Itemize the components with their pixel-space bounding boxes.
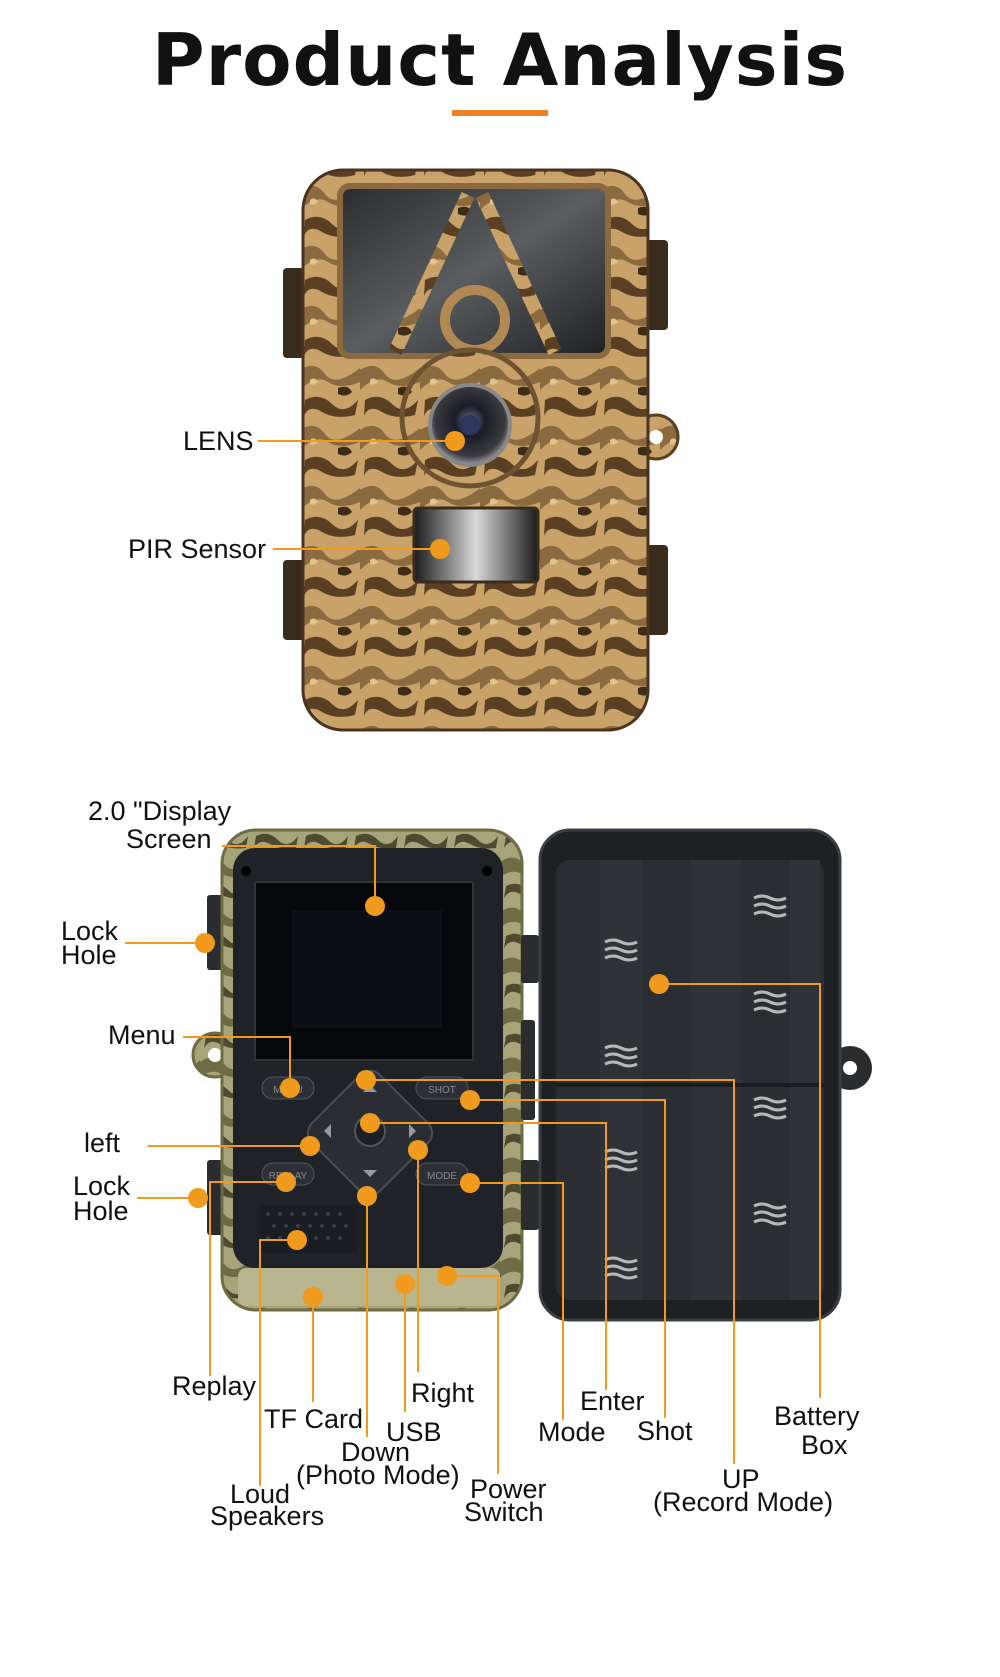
hinge-cable (521, 1020, 535, 1120)
display-leader (222, 845, 376, 906)
down-label-line2: (Photo Mode) (296, 1460, 460, 1490)
battery-leader (659, 983, 821, 1398)
screw-tl (241, 866, 251, 876)
speakers-label-line2: Speakers (210, 1501, 324, 1531)
replay-label: Replay (172, 1371, 257, 1401)
right-dot (408, 1140, 428, 1160)
right-arrow-icon (409, 1124, 416, 1138)
power-leader (447, 1275, 499, 1474)
front-camera (283, 168, 680, 732)
lock-hole-top-label-line2: Hole (61, 940, 117, 970)
display-label-line2: Screen (126, 824, 212, 854)
speakers-dot (287, 1230, 307, 1250)
speaker-grille (258, 1205, 358, 1253)
left-dot (300, 1136, 320, 1156)
battery-label-line2: Box (801, 1430, 848, 1460)
shot-leader (470, 1099, 666, 1418)
replay-dot (276, 1172, 296, 1192)
enter-dot (360, 1113, 380, 1133)
replay-leader (209, 1181, 286, 1376)
tf-card-dot (303, 1287, 323, 1307)
pir-dot (430, 539, 450, 559)
lock-hole-bottom-label-line1: Lock (73, 1171, 131, 1201)
lock-hole-top-label-line1: Lock (61, 916, 119, 946)
lid-mount-hole (843, 1061, 857, 1075)
power-label-line1: Power (470, 1474, 547, 1504)
back-mount-hole (208, 1048, 222, 1062)
card-slot-area (238, 1268, 500, 1306)
shot-button-label: SHOT (428, 1085, 456, 1096)
up-label-line1: UP (722, 1464, 760, 1494)
lens-dot (445, 431, 465, 451)
shot-dot (460, 1090, 480, 1110)
enter-leader (370, 1122, 607, 1390)
battery-slot-3 (790, 860, 820, 1300)
mode-dot (460, 1173, 480, 1193)
pir-sensor (412, 506, 540, 584)
ir-window (337, 183, 611, 359)
shot-button[interactable] (415, 1076, 469, 1100)
page-title: Product Analysis (151, 18, 849, 102)
battery-box (538, 828, 872, 1322)
power-dot (437, 1266, 457, 1286)
up-label-line2: (Record Mode) (653, 1487, 833, 1517)
lens-label: LENS (183, 426, 254, 456)
display-label-line1: 2.0 "Display (88, 796, 232, 826)
mount-hole (649, 430, 663, 444)
back-callouts (125, 845, 821, 1486)
battery-dot (649, 974, 669, 994)
menu-label: Menu (108, 1020, 176, 1050)
lock-hole-top-dot (195, 933, 215, 953)
up-leader (366, 1079, 735, 1464)
enter-label: Enter (580, 1386, 645, 1416)
mode-leader (470, 1182, 564, 1420)
lens-core (460, 415, 480, 435)
speakers-label-line1: Loud (230, 1479, 290, 1509)
ir-window-frame (388, 192, 562, 355)
mode-label: Mode (538, 1417, 606, 1447)
back-labels: 2.0 "Display Screen Lock Hole Menu left … (61, 796, 860, 1531)
title-underline (452, 110, 548, 116)
tf-card-label: TF Card (264, 1404, 363, 1434)
front-callouts: LENS PIR Sensor (128, 426, 465, 564)
battery-label-line1: Battery (774, 1401, 860, 1431)
right-label: Right (411, 1378, 475, 1408)
left-label: left (84, 1128, 121, 1158)
menu-dot (280, 1078, 300, 1098)
lock-hole-bottom-dot (188, 1188, 208, 1208)
display-dot (365, 896, 385, 916)
up-dot (356, 1070, 376, 1090)
left-arrow-icon (324, 1124, 331, 1138)
mode-button-label: MODE (427, 1171, 457, 1182)
hinge-bottom (521, 1160, 539, 1230)
shot-label: Shot (637, 1416, 693, 1446)
usb-dot (395, 1274, 415, 1294)
back-camera: MENU SHOT REPLAY MODE (191, 828, 539, 1312)
down-dot (357, 1186, 377, 1206)
screw-tr (482, 866, 492, 876)
power-label-line2: Switch (464, 1497, 544, 1527)
speakers-leader (259, 1239, 297, 1486)
down-label-line1: Down (341, 1437, 410, 1467)
pir-label: PIR Sensor (128, 534, 266, 564)
down-arrow-icon (363, 1170, 377, 1177)
hinge-top (521, 935, 539, 983)
display-inner (292, 910, 442, 1028)
lock-hole-bottom-label-line2: Hole (73, 1196, 129, 1226)
usb-label: USB (386, 1417, 442, 1447)
menu-leader (183, 1036, 291, 1088)
battery-springs (604, 894, 787, 1280)
